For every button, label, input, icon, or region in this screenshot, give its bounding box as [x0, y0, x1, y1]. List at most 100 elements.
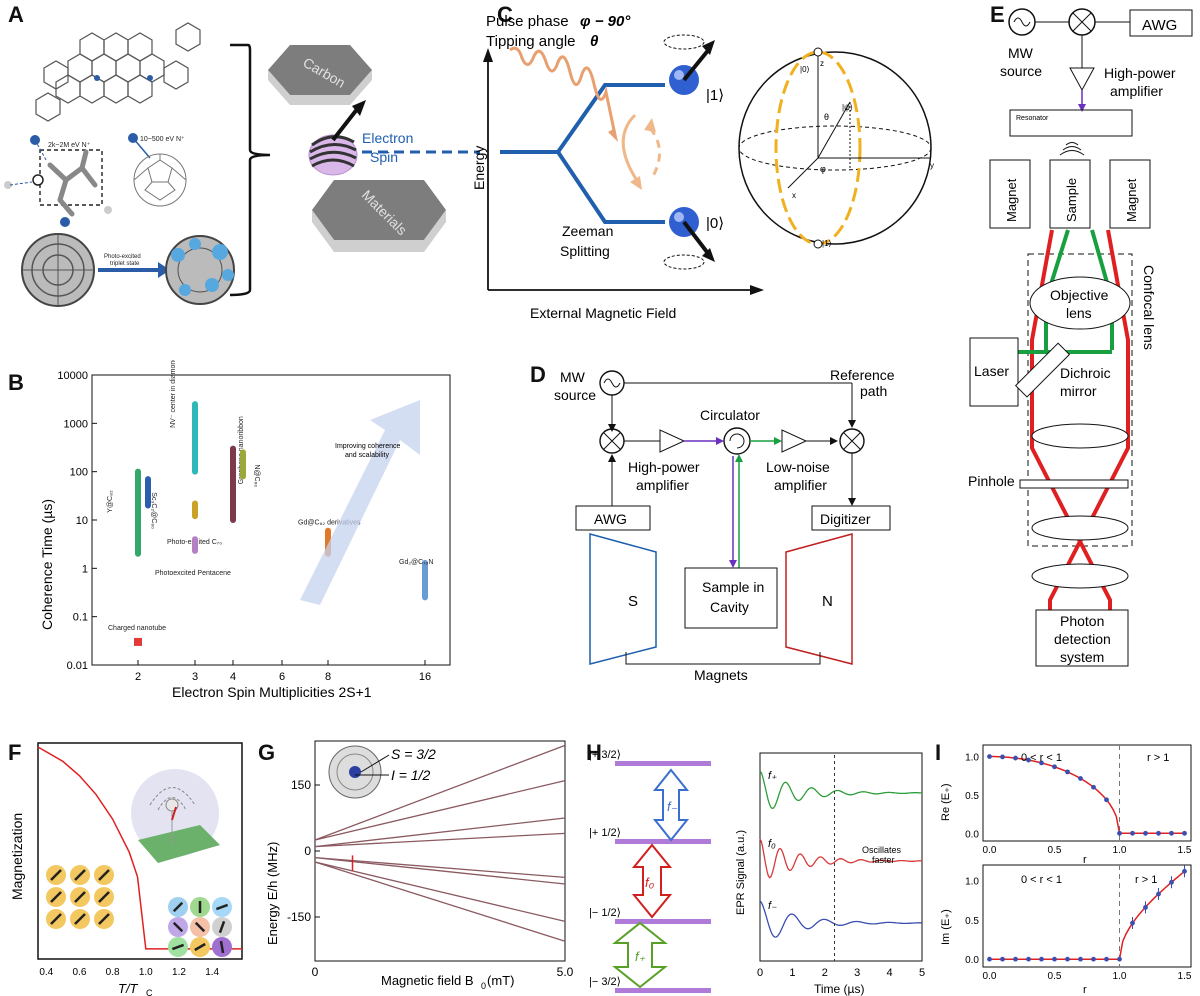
aligned-spins-icon [46, 865, 114, 929]
magnet-right-label: Magnet [1124, 178, 1139, 222]
d-ln-label-1: Low-noise [766, 459, 830, 475]
x-tick-label: 1.2 [172, 967, 186, 978]
f-ylabel: Magnetization [9, 813, 25, 900]
data-point [134, 637, 142, 646]
spin-dot-icon [94, 75, 100, 81]
data-point [987, 956, 992, 962]
x-tick-label: 6 [279, 671, 285, 683]
epr-trace [759, 900, 922, 938]
data-point [1182, 830, 1187, 836]
i-top-left: 0 < r < 1 [1021, 752, 1062, 764]
panel-e-diagram: AWG MW source High-power amplifier Reson… [968, 8, 1193, 667]
data-point [1104, 797, 1109, 803]
e-mw-label-1: MW [1008, 45, 1034, 61]
zeeman-label-1: Zeeman [562, 223, 613, 239]
theory-curve [989, 870, 1185, 960]
awg-box [1129, 9, 1193, 37]
magnet-right-box [1109, 159, 1151, 229]
data-point [1156, 830, 1161, 836]
level-label: |+ 3/2⟩ [589, 749, 621, 761]
panel-label-h: H [586, 740, 602, 765]
bloch-z-label: z [820, 59, 824, 68]
data-point [1000, 956, 1005, 962]
f-plus-arrow-icon [612, 921, 668, 989]
energy-level-line [314, 856, 566, 879]
osc-label-2: faster [872, 855, 895, 865]
confocal-label: Confocal lens [1141, 265, 1157, 350]
objective-lens-icon [1029, 276, 1131, 330]
bar-label: Gd@C₈₂ derivatives [298, 519, 361, 526]
bar-label: Y@C₈₂ [107, 490, 114, 513]
x-tick-label: 0.5 [1048, 845, 1062, 856]
d-awg-label: AWG [594, 511, 627, 527]
d-mw-label-1: MW [560, 369, 586, 385]
pinhole-icon [1019, 479, 1129, 489]
f-xlabel: T/T [118, 981, 139, 996]
spin-up-ball-icon [663, 34, 715, 95]
d-hp-label-1: High-power [628, 459, 700, 475]
i-top-right: r > 1 [1147, 752, 1169, 764]
data-point [1169, 879, 1174, 885]
diamond-lattice-icon [4, 135, 112, 227]
i-ylabel-bottom: Im (E₊) [940, 909, 952, 945]
data-point [1065, 956, 1070, 962]
data-point [1130, 920, 1135, 926]
epr-trace [759, 770, 923, 810]
panel-label-i: I [935, 740, 942, 765]
x-tick-label: 3 [854, 967, 860, 979]
sample-box [1049, 159, 1091, 229]
magnet-left-box [989, 159, 1031, 229]
confocal-box [1027, 253, 1133, 547]
energy-level-line [314, 832, 566, 848]
y-tick-label: 1 [82, 563, 88, 575]
g-xlabel-sub: 0 [481, 981, 486, 991]
energy-label-1: 2k~2M eV N⁺ [48, 142, 91, 149]
circulator-icon [723, 427, 751, 455]
trace-label: f₊ [768, 770, 777, 782]
y-tick-label: 0.5 [965, 916, 979, 927]
digitizer-box [811, 505, 891, 531]
d-sample-label-2: Cavity [710, 599, 749, 615]
bloch-phi-label: φ [820, 164, 826, 174]
bar-label: Sc₃C₂@C₈₀ [150, 492, 157, 529]
chart-b-xlabel: Electron Spin Multiplicities 2S+1 [172, 684, 372, 700]
materials-slab-icon [312, 180, 446, 252]
panel-label-d: D [530, 362, 546, 387]
resonator-label: Resonator [1016, 115, 1049, 122]
f-plus-label: f₊ [635, 949, 646, 964]
panel-label-b: B [8, 370, 24, 395]
electron-spin-icon [308, 100, 366, 176]
i-ylabel-top: Re (E₊) [940, 783, 952, 821]
arrow-label-2: and scalability [345, 452, 389, 459]
laser-label: Laser [974, 363, 1009, 379]
f-zero-arrow-icon [631, 843, 673, 919]
d-ln-amp-icon [781, 429, 808, 453]
pd-label-1: Photon [1060, 613, 1104, 629]
d-ln-label-2: amplifier [774, 477, 827, 493]
organic-molecule-icon [35, 22, 201, 122]
bloch-x-label: x [792, 191, 796, 200]
energy-axis-label: Energy [471, 146, 487, 190]
spin-level [615, 761, 711, 766]
data-point [987, 754, 992, 759]
g-ylabel: Energy E/h (MHz) [265, 842, 280, 945]
digitizer-label: Digitizer [820, 511, 871, 527]
energy-level-line [314, 779, 566, 841]
panel-label-g: G [258, 740, 276, 765]
y-tick-label: 0.0 [965, 955, 979, 966]
energy-level-line [314, 861, 566, 923]
plot-frame [37, 742, 243, 960]
x-tick-label: 5.0 [557, 965, 574, 979]
x-tick-label: 4 [887, 967, 893, 979]
f-minus-arrow-icon [652, 768, 690, 842]
g-s-label: S = 3/2 [391, 746, 436, 762]
ket-0-label: |0⟩ [706, 215, 724, 232]
data-point [1091, 956, 1096, 962]
x-tick-label: 0.0 [983, 845, 997, 856]
carbon-slab-icon [268, 45, 372, 105]
x-tick-label: 0.0 [983, 971, 997, 982]
spin-level [615, 919, 711, 924]
bar-label: NV⁻ center in diamond at R.T. [170, 360, 177, 428]
